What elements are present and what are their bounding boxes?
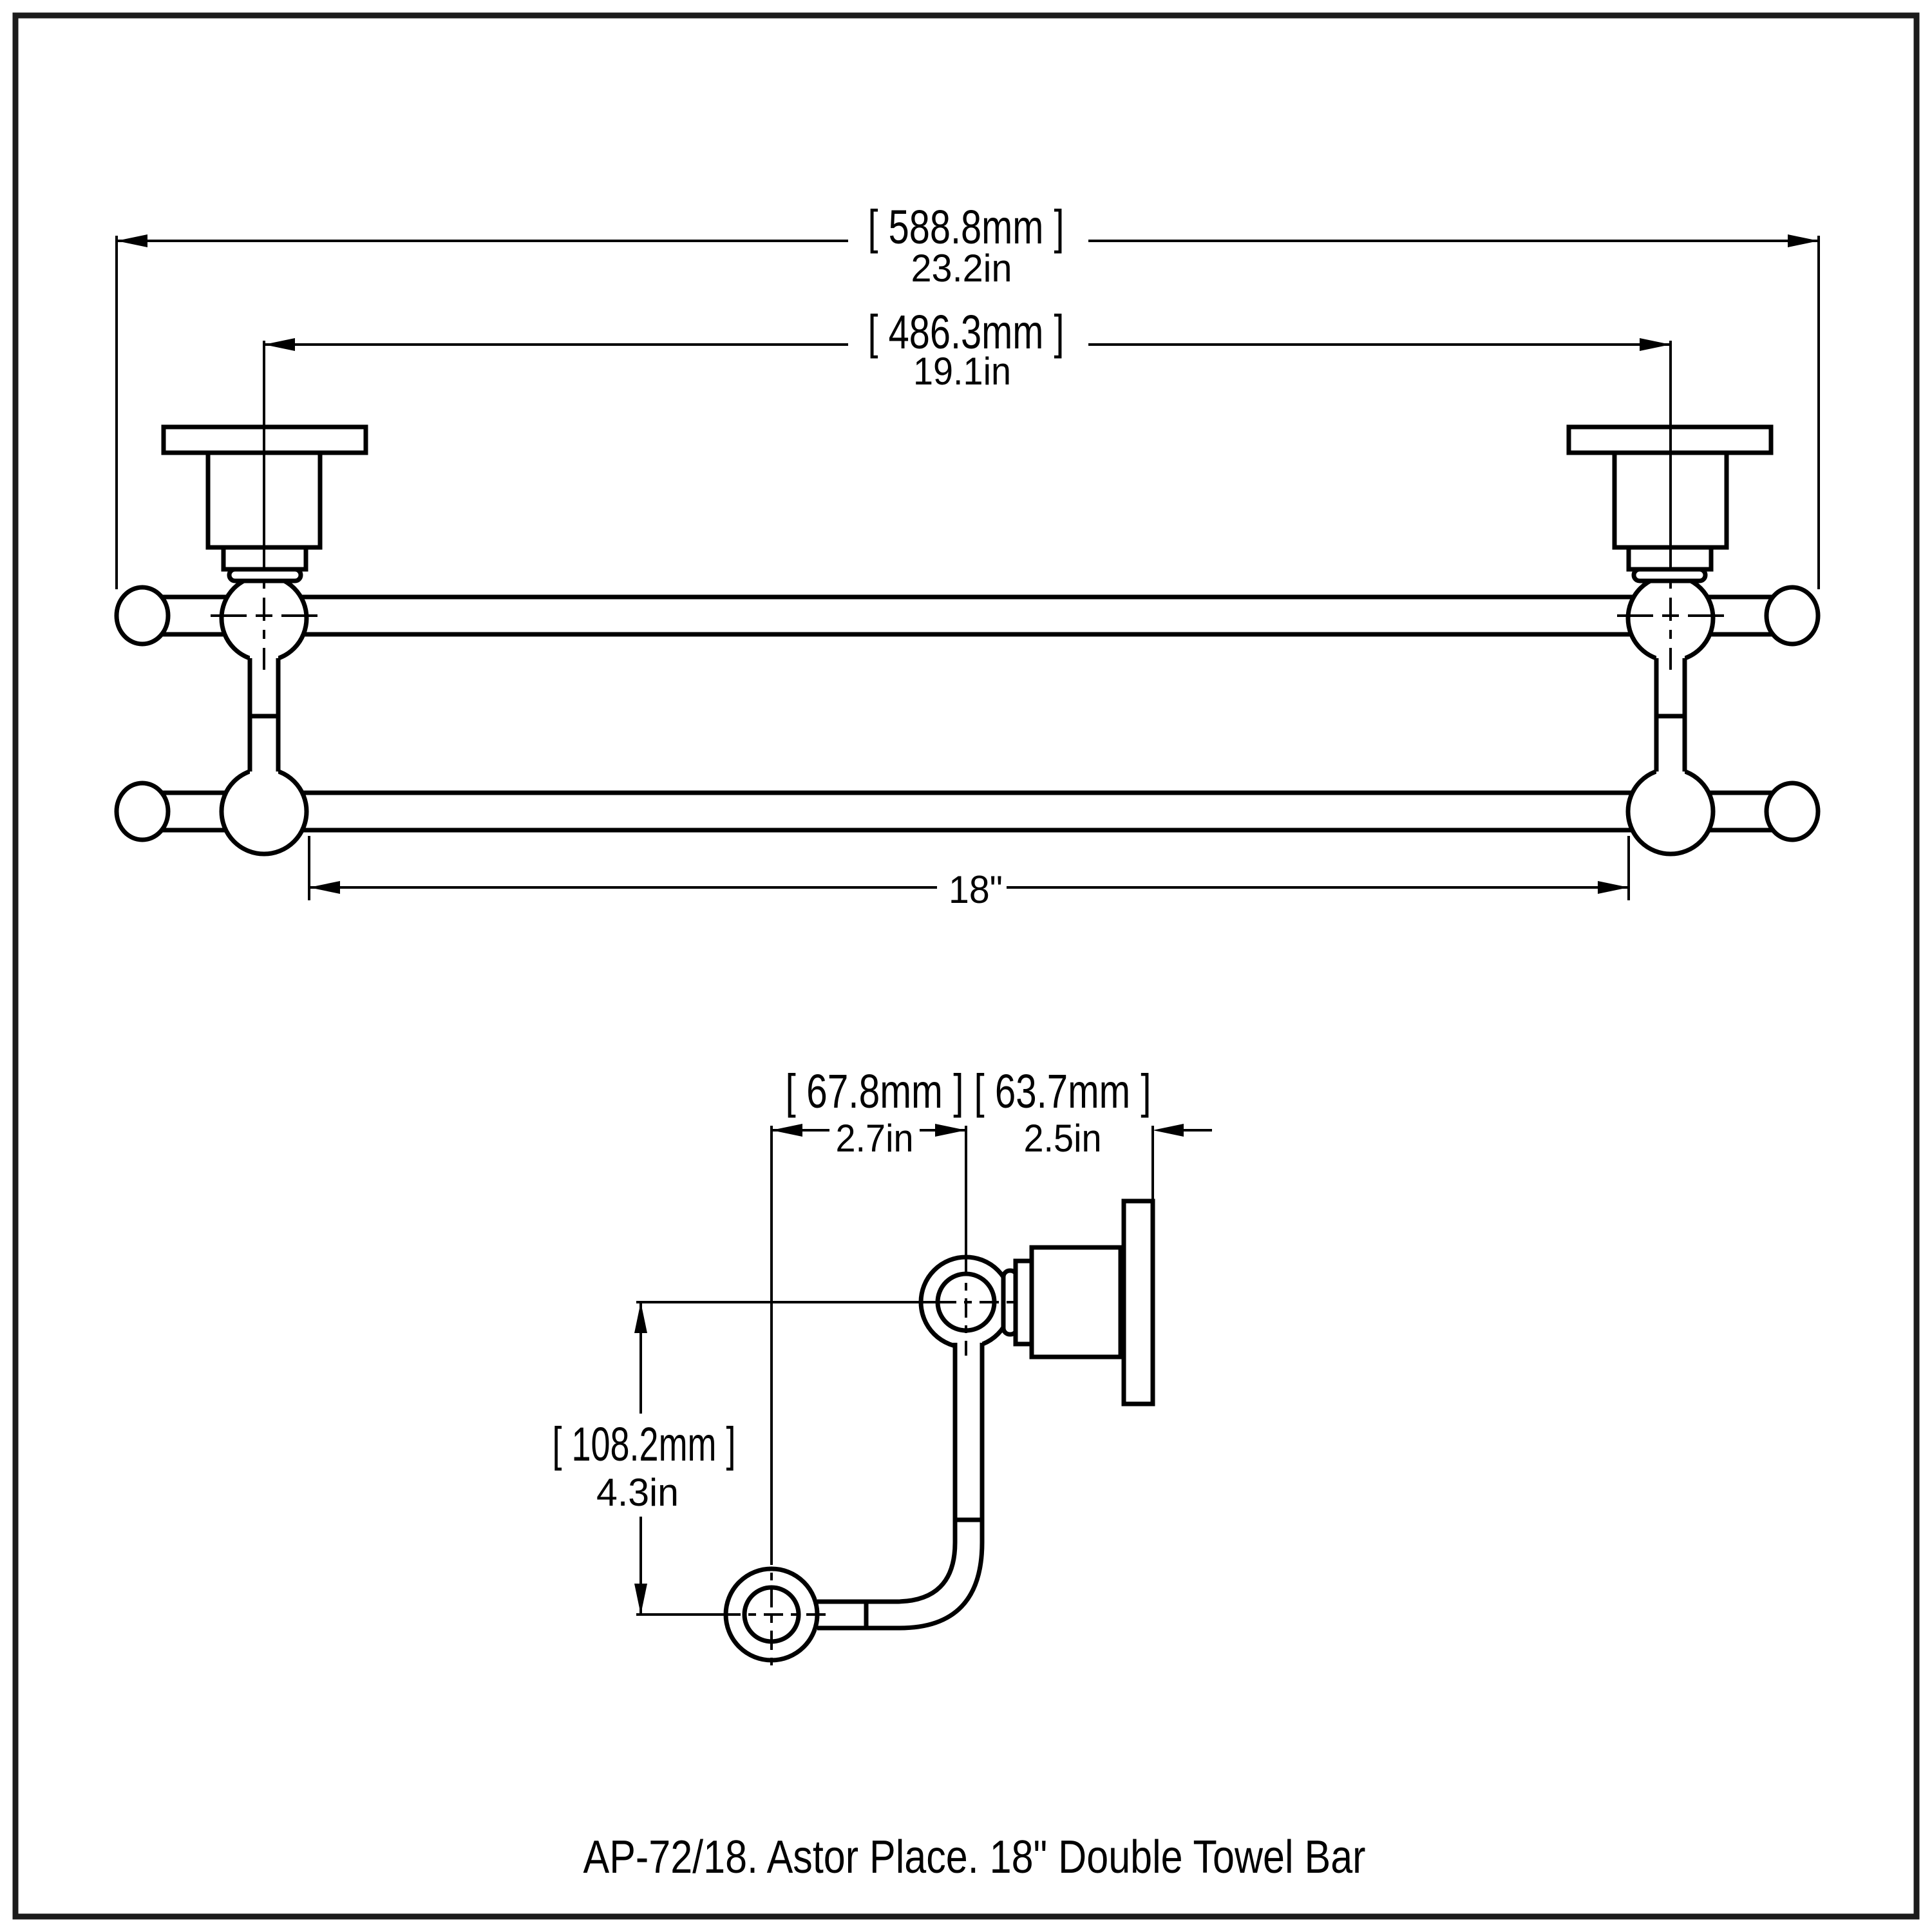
front-view: [ 588.8mm ] 23.2in [ 486.3mm ] 19.1in 18… [114, 200, 1821, 911]
centerlines-side [636, 1126, 1154, 1669]
mount-post-side [1029, 1245, 1123, 1359]
dim-vertical-drop: [ 108.2mm ] 4.3in [553, 1302, 736, 1615]
dim-arrow [1153, 1124, 1184, 1137]
dim-bar-length-in: 18" [949, 868, 1003, 911]
dim-bar-length: 18" [308, 836, 1630, 911]
dim-vertical-drop-mm: [ 108.2mm ] [553, 1417, 736, 1471]
connector-arm-right [1654, 649, 1687, 774]
dim-post-centers: [ 486.3mm ] 19.1in [264, 305, 1671, 393]
dim-bar-offset-in: 2.7in [836, 1117, 914, 1160]
border-frame [12, 12, 1920, 1920]
dim-bar-offset: [ 67.8mm ] 2.7in [772, 1065, 966, 1160]
dim-arrow [1598, 881, 1629, 894]
dim-wall-to-bar-mm: [ 63.7mm ] [974, 1065, 1151, 1118]
dim-arrow [1788, 234, 1819, 247]
dim-arrow [264, 338, 295, 351]
finial-ball-lower-left [114, 781, 171, 842]
dim-arrow [117, 234, 147, 247]
dim-post-centers-in: 19.1in [913, 350, 1011, 393]
dim-arrow [634, 1302, 647, 1333]
connector-arm-left [247, 649, 281, 774]
finial-ball-upper-right [1764, 585, 1821, 647]
finial-ball-upper-left [114, 585, 171, 647]
wall-mount-side [1001, 1198, 1155, 1406]
dim-arrow [309, 881, 340, 894]
finial-ball-lower-right [1764, 781, 1821, 842]
dim-overall-width: [ 588.8mm ] 23.2in [115, 200, 1820, 589]
dim-post-centers-mm: [ 486.3mm ] [868, 305, 1065, 359]
side-view: [ 67.8mm ] 2.7in [ 63.7mm ] 2.5in [ 108.… [553, 1065, 1212, 1669]
dim-arrow [772, 1124, 802, 1137]
dim-arrow [634, 1584, 647, 1615]
mount-step-side [1013, 1258, 1034, 1347]
caption: AP-72/18. Astor Place. 18" Double Towel … [583, 1832, 1366, 1883]
dim-bar-offset-mm: [ 67.8mm ] [786, 1065, 964, 1118]
dim-overall-width-mm: [ 588.8mm ] [868, 200, 1065, 254]
dim-vertical-drop-in: 4.3in [596, 1471, 679, 1514]
dim-overall-width-in: 23.2in [911, 247, 1012, 290]
dim-wall-to-bar-in: 2.5in [1024, 1117, 1102, 1160]
upper-towel-bar [143, 594, 1792, 637]
dim-arrow [935, 1124, 966, 1137]
dim-wall-to-bar: [ 63.7mm ] 2.5in [974, 1065, 1212, 1160]
side-arm-elbow [817, 1340, 985, 1631]
joint-ball-lower-left [219, 766, 309, 857]
mount-plate-side [1121, 1198, 1155, 1406]
lower-towel-bar [143, 790, 1792, 833]
joint-ball-lower-right [1625, 766, 1716, 857]
centerlines-front [211, 341, 1724, 670]
dim-arrow [1640, 338, 1671, 351]
